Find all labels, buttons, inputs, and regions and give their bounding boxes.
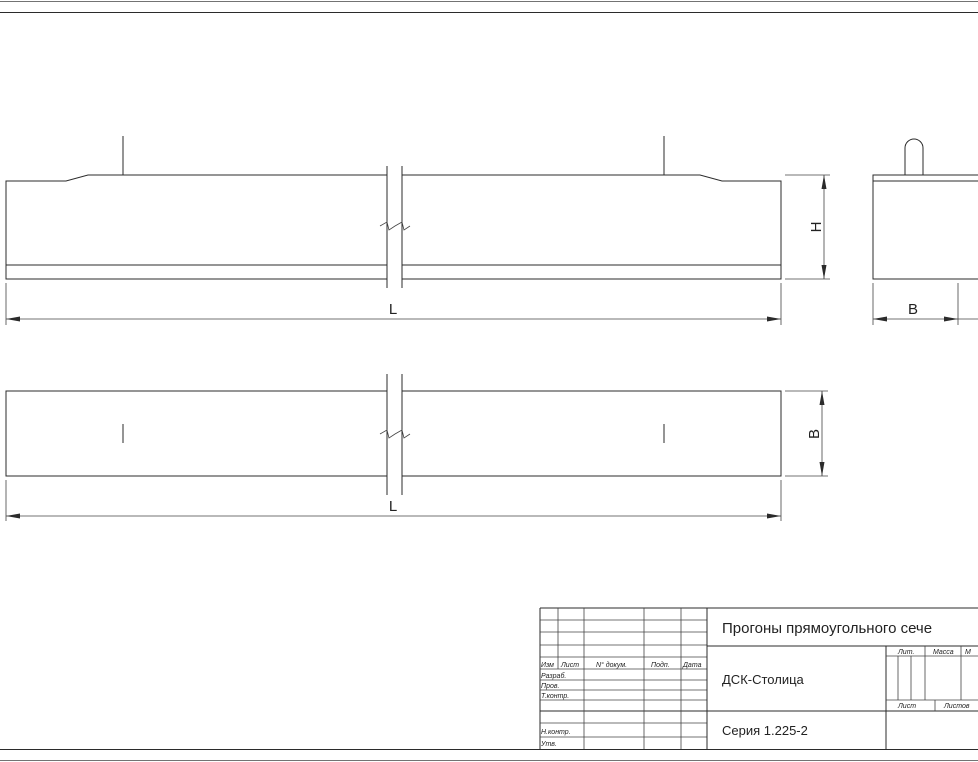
dim-arrow-right — [767, 316, 781, 322]
tb-role-norm-control: Н.контр. — [541, 729, 571, 736]
beam-plan-right — [402, 390, 782, 477]
section-outline — [872, 174, 978, 280]
plan-view: L B — [5, 374, 828, 521]
plan-dim-B-arrow-bottom — [819, 462, 825, 476]
beam-plan-left — [5, 390, 387, 477]
tb-header-izm: Изм — [541, 662, 554, 669]
tb-role-checked: Пров. — [541, 683, 560, 690]
title-block: Изм Лист N° докум. Подп. Дата Разраб. Пр… — [539, 607, 978, 749]
tb-sheets-label: Листов — [943, 703, 970, 710]
plan-dim-arrow-left — [6, 513, 20, 519]
dim-arrow-left — [6, 316, 20, 322]
tb-header-date: Дата — [682, 662, 702, 669]
tb-title: Прогоны прямоугольного сече — [722, 620, 932, 637]
dim-L-label: L — [389, 301, 397, 318]
dim-B-arrow-right — [944, 316, 958, 322]
beam-elevation-left — [5, 174, 387, 280]
section-lifting-loop — [904, 138, 924, 175]
tb-lit-label: Лит. — [897, 649, 914, 656]
plan-break-symbol — [379, 429, 411, 439]
tb-organization: ДСК-Столица — [722, 672, 805, 687]
plan-dim-L-label: L — [389, 498, 397, 515]
dim-arrow-bottom — [821, 265, 827, 279]
tb-role-tech-control: Т.контр. — [541, 693, 569, 700]
dim-B-arrow-left — [873, 316, 887, 322]
dim-arrow-top — [821, 175, 827, 189]
beam-elevation-right — [402, 174, 782, 280]
tb-role-developer: Разраб. — [541, 672, 566, 680]
tb-header-list: Лист — [560, 662, 579, 669]
tb-series: Серия 1.225-2 — [722, 723, 808, 738]
plan-dim-B-arrow-top — [819, 391, 825, 405]
elevation-view: L H — [5, 136, 830, 325]
tb-header-sign: Подп. — [651, 661, 670, 669]
tb-mass-label: Масса — [933, 649, 954, 656]
section-view: B — [872, 138, 978, 325]
dim-H-label: H — [808, 222, 825, 233]
plan-dim-arrow-right — [767, 513, 781, 519]
break-symbol — [379, 221, 411, 231]
tb-scale-label: М — [965, 649, 971, 656]
plan-dim-B-label: B — [806, 429, 823, 439]
tb-role-approved: Утв. — [540, 741, 557, 748]
tb-header-doc: N° докум. — [596, 661, 627, 669]
tb-sheet-label: Лист — [897, 703, 916, 710]
dim-B-label: B — [908, 301, 918, 318]
